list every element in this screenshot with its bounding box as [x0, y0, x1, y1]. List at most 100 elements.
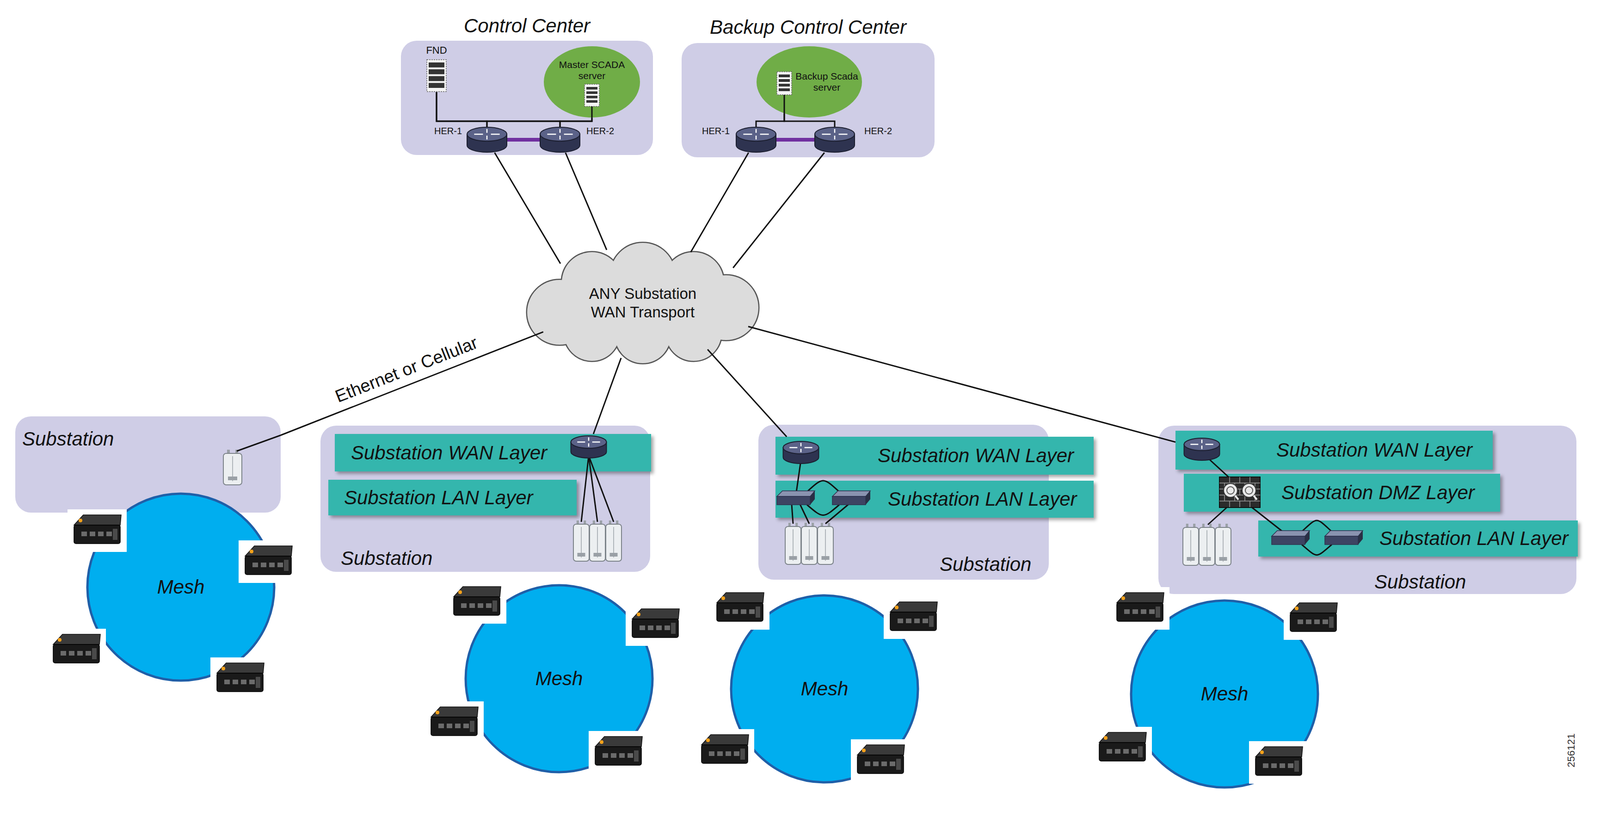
port [633, 750, 639, 762]
site-panel: Substation WAN LayerSubstation DMZ Layer… [1158, 425, 1577, 594]
server-slot [428, 76, 445, 82]
switch-icon [1324, 530, 1363, 545]
node-label: Mesh [800, 677, 849, 700]
status-led [636, 612, 641, 616]
server-ellipse: Master SCADA server [543, 45, 641, 118]
device-top [857, 744, 905, 755]
antenna [1186, 523, 1189, 529]
router-arrow [800, 448, 802, 452]
device-top [245, 545, 293, 556]
status-led [894, 605, 899, 610]
status-led [1121, 596, 1126, 600]
server-slot [428, 62, 445, 68]
router-top [467, 127, 507, 142]
ap-body [573, 523, 590, 561]
port [914, 618, 920, 623]
router-arrow [588, 443, 590, 447]
device-front [53, 644, 100, 663]
access-point-icon [1199, 523, 1215, 566]
ap-seam [824, 529, 826, 561]
layer-label: Substation WAN Layer [1276, 438, 1473, 462]
mesh-router-icon [588, 730, 648, 774]
port [252, 562, 259, 567]
port [81, 531, 87, 536]
notch [447, 580, 507, 624]
router-top [571, 435, 607, 449]
port [864, 761, 871, 766]
ap-body [1182, 527, 1199, 566]
port [740, 609, 747, 614]
router-arrow [559, 135, 561, 140]
switch-icon [832, 490, 871, 505]
port [68, 650, 75, 656]
port [240, 679, 247, 684]
device-top [701, 734, 749, 745]
connector [436, 92, 560, 127]
node-label: HER-1 [701, 125, 730, 137]
node-shape [814, 126, 856, 153]
brick-line [1254, 494, 1256, 501]
status-led [706, 738, 710, 742]
site-title: Substation [22, 427, 114, 450]
ap-body [1199, 527, 1215, 566]
brick-line [1244, 494, 1246, 501]
server-slot [428, 82, 445, 88]
router-body [783, 447, 819, 464]
notch [424, 701, 484, 744]
router-arrow [1201, 439, 1203, 443]
switch-front [1324, 535, 1359, 545]
router-node: HER-1 [735, 126, 777, 153]
layer-band: Substation DMZ Layer [1183, 473, 1501, 512]
router-arrow [800, 442, 802, 446]
brick-line [1249, 476, 1251, 483]
brick-line [1239, 500, 1241, 507]
server-slot [586, 100, 598, 104]
brick-line [1249, 500, 1251, 507]
port [1140, 609, 1147, 614]
status-led [861, 748, 866, 752]
device-top [53, 633, 101, 645]
node-label: Backup Scada server [792, 70, 862, 93]
port [724, 609, 730, 614]
server-case [426, 59, 447, 92]
mesh-area [87, 493, 275, 681]
layer-band: Substation LAN Layer [1258, 520, 1578, 557]
port [627, 752, 634, 758]
status-led [721, 596, 726, 600]
port [905, 618, 912, 623]
device-top [1099, 732, 1147, 743]
port [664, 625, 671, 630]
connector [560, 117, 592, 127]
router-arrow [755, 129, 757, 133]
wire [791, 504, 794, 524]
device-front [73, 524, 121, 544]
connector [507, 137, 540, 142]
device-front [1255, 756, 1302, 776]
router-arrow [592, 441, 601, 443]
layer-label: Substation WAN Layer [877, 444, 1074, 467]
device-top [632, 608, 680, 619]
server-slot [778, 83, 790, 87]
site-panel: Substation [15, 416, 281, 513]
ap-base [1203, 556, 1212, 561]
port [1279, 763, 1286, 768]
wire [236, 435, 281, 451]
site-title: Control Center [400, 14, 653, 37]
ap-base [1187, 556, 1195, 561]
firewall-wall [1219, 476, 1261, 508]
mesh-area [731, 595, 918, 782]
port [1314, 619, 1320, 624]
access-point-icon [801, 522, 818, 565]
ap-seam [1206, 529, 1208, 562]
mesh-router-icon [46, 628, 106, 671]
ap-base [577, 552, 586, 557]
port [461, 603, 467, 608]
port [929, 615, 934, 627]
antenna [795, 522, 798, 528]
ap-body [589, 523, 606, 561]
wire [588, 455, 614, 522]
ap-body [817, 526, 834, 565]
port [1132, 609, 1139, 614]
site-panel: Substation WAN LayerSubstation LAN Layer… [320, 425, 651, 572]
antenna [827, 522, 831, 528]
